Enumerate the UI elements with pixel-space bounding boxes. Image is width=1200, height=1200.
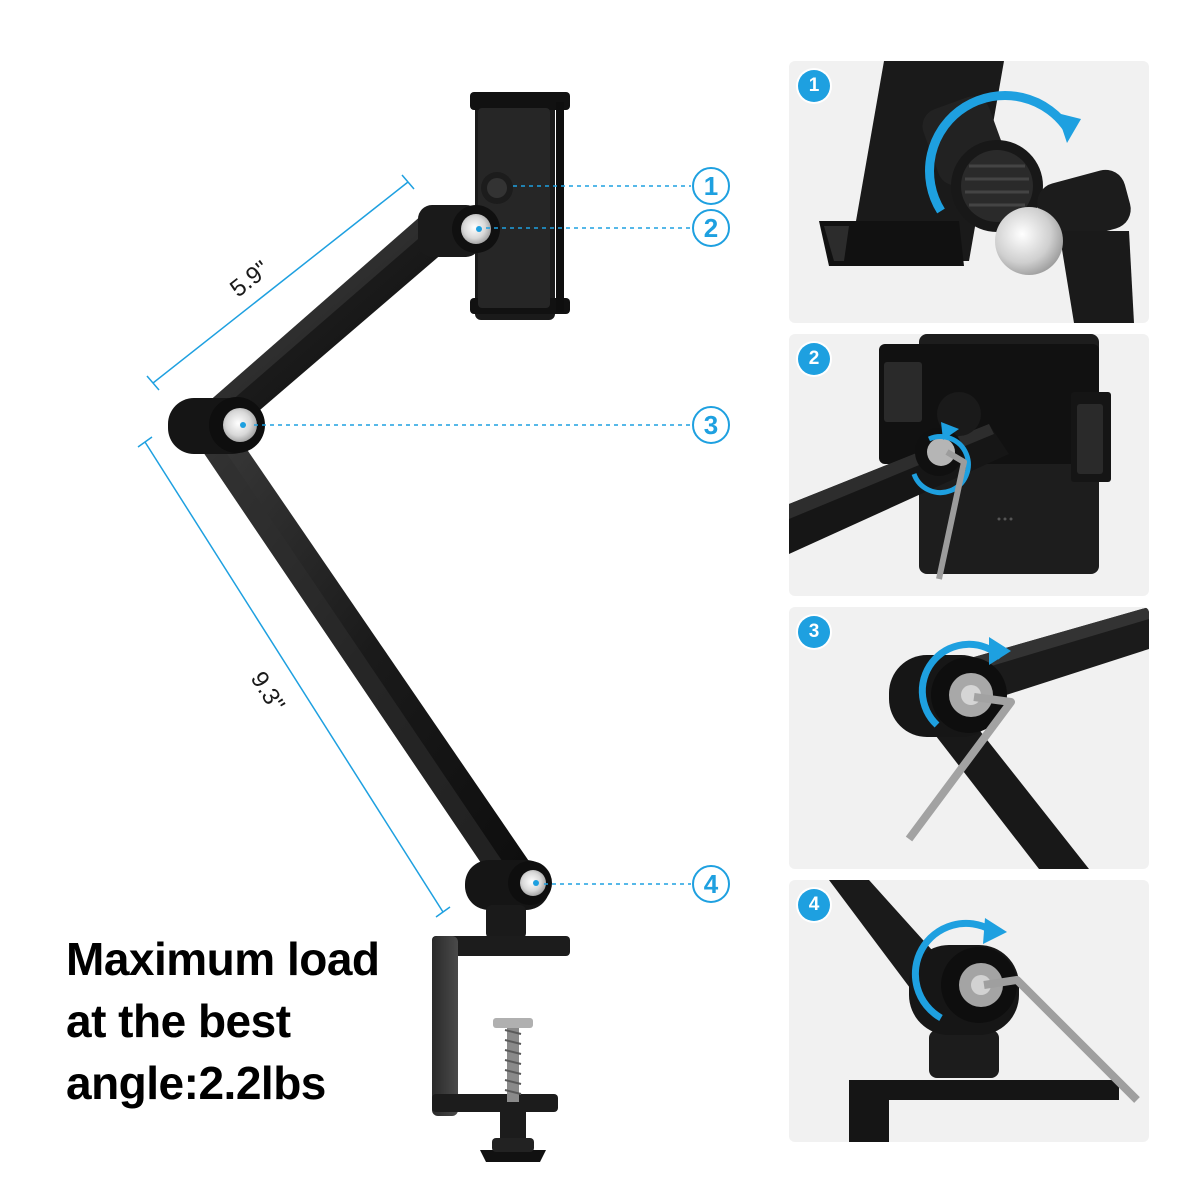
knob-rotation-photo <box>819 61 1134 323</box>
detail-panel-3: 3 <box>789 607 1149 869</box>
max-load-line-1: Maximum load <box>66 933 380 985</box>
max-load-line-3: angle:2.2lbs <box>66 1057 326 1109</box>
tablet-joint <box>418 172 513 257</box>
callout-3-number: 3 <box>704 410 718 440</box>
callout-4: 4 <box>692 865 730 903</box>
max-load-text: Maximum load at the best angle:2.2lbs <box>66 928 446 1114</box>
base-joint <box>465 860 552 939</box>
panel-3-badge: 3 <box>798 616 830 648</box>
panel-4-badge: 4 <box>798 889 830 921</box>
detail-panel-2: 2 <box>789 334 1149 596</box>
upper-arm <box>190 208 458 440</box>
tablet-holder <box>470 92 570 320</box>
callout-2: 2 <box>692 209 730 247</box>
callout-1-number: 1 <box>704 171 718 201</box>
callout-lines <box>254 185 691 885</box>
detail-panel-1: 1 <box>789 61 1149 323</box>
callout-3: 3 <box>692 406 730 444</box>
detail-panel-4: 4 <box>789 880 1149 1142</box>
tablet-joint-hexkey-photo <box>789 334 1111 580</box>
panel-1-badge: 1 <box>798 70 830 102</box>
elbow-joint <box>168 397 265 454</box>
elbow-joint-hexkey-photo <box>889 607 1149 869</box>
base-joint-hexkey-photo <box>829 880 1140 1142</box>
callout-2-number: 2 <box>704 213 718 243</box>
upper-arm-length-label: 5.9" <box>225 256 275 303</box>
lower-arm-length-label: 9.3" <box>245 667 290 717</box>
panel-2-badge: 2 <box>798 343 830 375</box>
max-load-line-2: at the best <box>66 995 291 1047</box>
lower-arm-dimension: 9.3" <box>137 436 451 918</box>
callout-1: 1 <box>692 167 730 205</box>
desk-clamp <box>432 936 570 1162</box>
lower-arm <box>195 432 535 888</box>
callout-4-number: 4 <box>704 869 719 899</box>
